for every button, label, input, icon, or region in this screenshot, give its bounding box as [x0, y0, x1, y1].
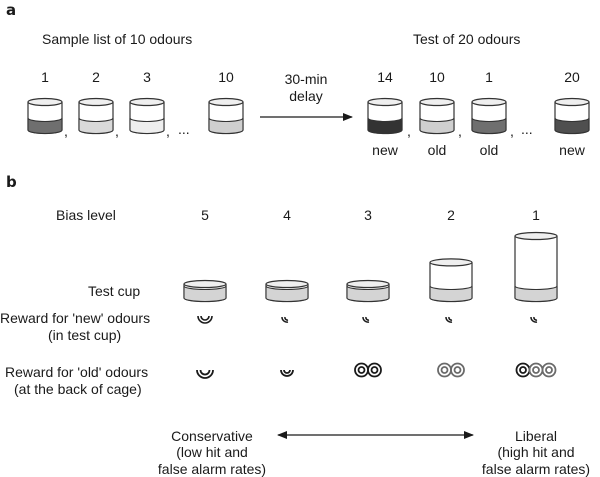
bias-level-numbers: 5 4 3 2 1 [201, 207, 540, 223]
reward-ring-icon [515, 362, 531, 378]
old-reward-icons [196, 362, 557, 379]
cup-liquid [208, 117, 244, 135]
bias-test-cups [183, 231, 558, 303]
test-cup [471, 97, 507, 135]
cup-liquid [27, 117, 63, 135]
conservative-line3: false alarm rates) [158, 461, 266, 477]
reward-ring-icon [367, 362, 382, 378]
test-list-title: Test of 20 odours [413, 31, 520, 47]
odour-status-label: new [372, 142, 399, 158]
cup-liquid [129, 117, 165, 135]
panel-a-label: a [6, 1, 16, 19]
bias-level-number: 3 [364, 207, 372, 223]
sample-cup-number: 2 [92, 69, 100, 85]
bias-level-number: 5 [201, 207, 209, 223]
test-cup-label: Test cup [88, 283, 140, 299]
reward-old-label-line1: Reward for 'old' odours [5, 364, 148, 380]
reward-new-label-line1: Reward for 'new' odours [0, 310, 150, 326]
cup-liquid [419, 117, 455, 135]
test-cup-number: 20 [564, 69, 580, 85]
delay-label-line2: delay [289, 88, 322, 104]
odour-status-label: old [480, 142, 499, 158]
sample-list-title: Sample list of 10 odours [42, 31, 192, 47]
comma: , [458, 123, 462, 139]
reward-arc-icon [530, 316, 538, 323]
bias-test-cup [346, 279, 390, 303]
bias-test-cup [514, 231, 558, 303]
comma: , [166, 123, 170, 139]
liberal-line3: false alarm rates) [482, 461, 590, 477]
sample-cup [208, 97, 244, 135]
reward-arc-icon [197, 315, 213, 324]
bias-test-cup [265, 279, 309, 303]
test-cups: 14 new 10 old 1 old 20 new [367, 69, 590, 158]
cup-liquid [367, 117, 403, 135]
sample-cup [27, 97, 63, 135]
reward-ring-icon [541, 362, 557, 378]
ellipsis: ... [178, 121, 190, 137]
reward-ring-icon [437, 362, 452, 378]
sample-cup-number: 1 [41, 69, 49, 85]
bias-level-number: 2 [447, 207, 455, 223]
reward-old-label-line2: (at the back of cage) [14, 381, 142, 397]
bias-test-cup [183, 279, 227, 303]
test-cup [367, 97, 403, 135]
comma: , [115, 123, 119, 139]
comma: , [510, 123, 514, 139]
cup-liquid [554, 117, 590, 135]
bias-level-label: Bias level [56, 207, 116, 223]
bias-level-number: 4 [283, 207, 291, 223]
reward-new-label-line2: (in test cup) [48, 327, 121, 343]
reward-arc-icon [280, 369, 294, 377]
liberal-line1: Liberal [515, 428, 557, 444]
reward-ring-icon [450, 362, 465, 378]
conservative-line2: (low hit and [176, 444, 248, 460]
cup-liquid [471, 117, 507, 135]
reward-arc-icon [445, 316, 453, 323]
comma: , [407, 123, 411, 139]
sample-cup-number: 3 [143, 69, 151, 85]
test-cup-number: 10 [429, 69, 445, 85]
reward-arc-icon [281, 316, 289, 323]
bias-test-cup [429, 258, 473, 303]
sample-cup-number: 10 [218, 69, 234, 85]
liberal-line2: (high hit and [497, 444, 574, 460]
bias-level-number: 1 [532, 207, 540, 223]
sample-cup [129, 97, 165, 135]
odour-status-label: new [559, 142, 586, 158]
ellipsis: ... [521, 121, 533, 137]
sample-cups: 1 2 3 10 [27, 69, 244, 135]
comma: , [64, 123, 68, 139]
sample-cup [78, 97, 114, 135]
reward-arc-icon [196, 369, 214, 379]
cup-liquid [78, 117, 114, 135]
test-cup [419, 97, 455, 135]
reward-arc-icon [362, 316, 370, 323]
test-cup-number: 1 [485, 69, 493, 85]
conservative-line1: Conservative [171, 428, 253, 444]
cup-liquid [183, 285, 227, 303]
cup-liquid [514, 285, 558, 303]
reward-ring-icon [528, 362, 544, 378]
delay-label-line1: 30-min [285, 71, 328, 87]
test-cup [554, 97, 590, 135]
cup-liquid [429, 285, 473, 303]
test-cup-number: 14 [377, 69, 393, 85]
odour-status-label: old [428, 142, 447, 158]
cup-liquid [265, 285, 309, 303]
new-reward-icons [197, 315, 538, 324]
panel-b-label: b [6, 173, 17, 191]
reward-ring-icon [354, 362, 369, 378]
cup-liquid [346, 285, 390, 303]
